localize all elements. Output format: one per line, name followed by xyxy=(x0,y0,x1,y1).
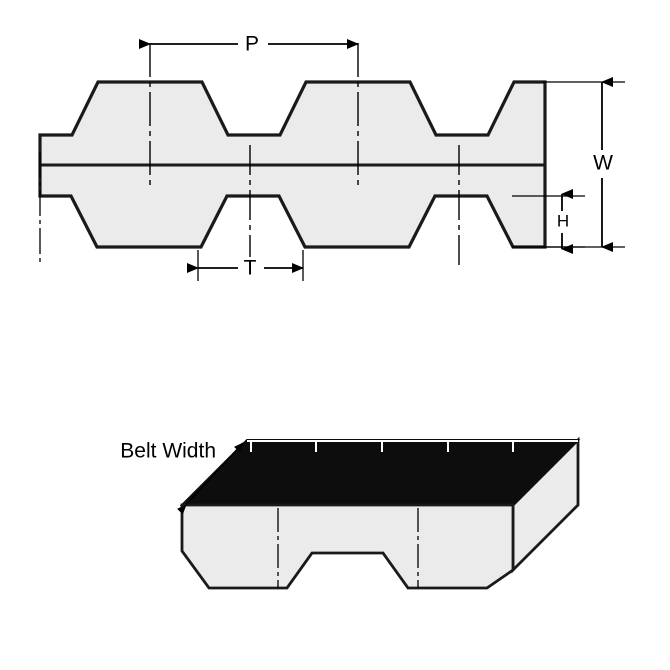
pitch-label-bg xyxy=(238,32,268,56)
belt-front-face xyxy=(180,503,515,590)
top-face-tick-marks xyxy=(247,440,578,452)
tooth-height-label-bg xyxy=(551,211,575,233)
total-thickness-dimension: W xyxy=(543,77,625,252)
cross-section-view: P T W xyxy=(38,32,625,281)
thickness-label-bg xyxy=(587,150,619,178)
tooth-height-label: H xyxy=(557,211,569,230)
tooth-width-label: T xyxy=(244,257,257,280)
thickness-label: W xyxy=(593,152,613,175)
tooth-width-dimension: T xyxy=(187,250,304,281)
belt-width-annotation: Belt Width xyxy=(120,440,244,515)
isometric-view: Belt Width xyxy=(120,436,581,590)
tooth-height-dimension: H xyxy=(512,189,585,254)
belt-width-arrow xyxy=(176,442,244,515)
belt-width-label: Belt Width xyxy=(120,440,216,463)
pitch-label: P xyxy=(245,33,259,56)
belt-top-face xyxy=(179,439,581,506)
tooth-width-label-bg xyxy=(238,257,264,280)
pitch-dimension: P xyxy=(139,32,359,56)
